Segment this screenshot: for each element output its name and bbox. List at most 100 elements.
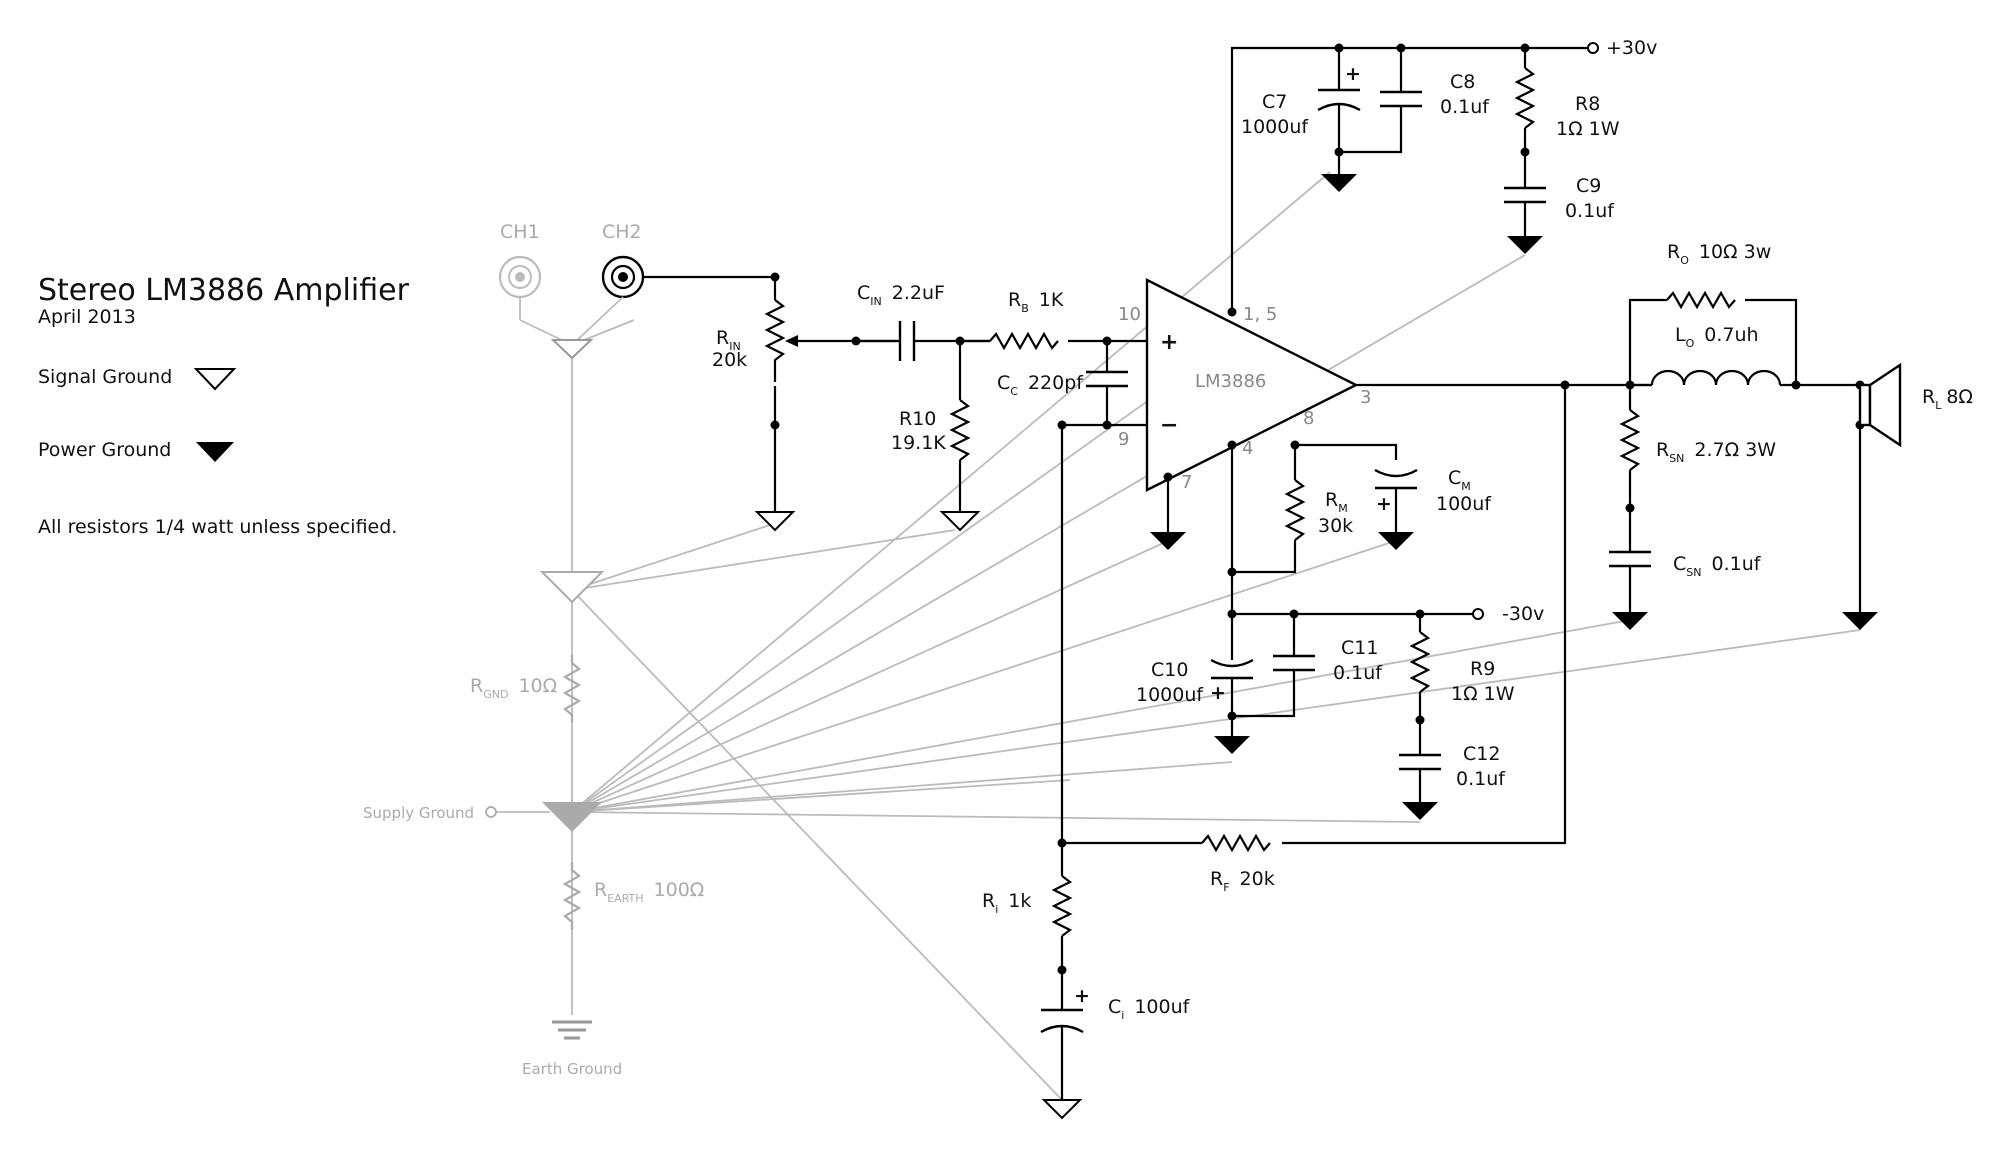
cm-power-ground-icon [1378, 532, 1414, 550]
ground-star-lines [495, 171, 1861, 1101]
pin7-power-ground-icon [1150, 532, 1186, 550]
cm-value: 100uf [1436, 493, 1492, 515]
chip-minus-label: − [1160, 413, 1178, 438]
ch2-jack-icon [601, 255, 645, 299]
rb-resistor-icon [989, 331, 1059, 351]
r10-name: R10 [899, 408, 936, 430]
pin-9-label: 9 [1118, 429, 1129, 450]
cc-capacitor-icon [1086, 370, 1128, 388]
signal-ground-legend-icon [193, 368, 237, 391]
supply-ground-terminal-icon [485, 806, 497, 818]
c12-capacitor-icon [1399, 753, 1441, 771]
signal-ground-star-icon [539, 571, 605, 604]
jack-signal-ground-icon [550, 339, 594, 360]
pos-supply-label: +30v [1606, 37, 1657, 59]
rin-wiper-arrow-icon [785, 335, 798, 347]
legend-signal-ground-label: Signal Ground [38, 366, 172, 388]
c9-capacitor-icon [1504, 186, 1546, 204]
ro-resistor-icon [1666, 290, 1736, 310]
ch1-jack-icon [498, 255, 542, 299]
csn-power-ground-icon [1612, 612, 1648, 630]
speaker-icon [1858, 362, 1902, 448]
supply-ground-star-icon [542, 802, 602, 832]
neg-supply-label: -30v [1502, 603, 1544, 625]
pin-10-label: 10 [1118, 304, 1141, 325]
earth-ground-label: Earth Ground [522, 1060, 622, 1078]
c12-power-ground-icon [1402, 802, 1438, 820]
page-date: April 2013 [38, 306, 136, 328]
speaker-power-ground-icon [1842, 612, 1878, 630]
pin-8-label: 8 [1303, 408, 1314, 429]
c8-name: C8 [1450, 71, 1475, 93]
c7-name: C7 [1262, 91, 1287, 113]
c7-value: 1000uf [1241, 116, 1309, 138]
c12-value: 0.1uf [1456, 768, 1506, 790]
ci-signal-ground-icon [1041, 1099, 1083, 1120]
neg-supply-terminal-icon [1472, 608, 1484, 620]
c10-name: C10 [1151, 659, 1188, 681]
ch1-label: CH1 [500, 221, 540, 243]
r9-value: 1Ω 1W [1451, 683, 1515, 705]
legend-note: All resistors 1/4 watt unless specified. [38, 516, 397, 538]
pin-3-label: 3 [1360, 387, 1371, 408]
legend-power-ground-label: Power Ground [38, 439, 171, 461]
pin-7-label: 7 [1181, 472, 1192, 493]
c10-polarity-label: + [1210, 682, 1226, 704]
c9-value: 0.1uf [1565, 200, 1615, 222]
c8-value: 0.1uf [1440, 96, 1490, 118]
c8-capacitor-icon [1380, 90, 1422, 108]
rin-value: 20k [712, 349, 747, 371]
r9-resistor-icon [1409, 631, 1431, 693]
c11-value: 0.1uf [1333, 662, 1383, 684]
rm-label: RM [1325, 489, 1348, 515]
chip-plus-label: + [1160, 330, 1178, 355]
rin-signal-ground-icon [754, 511, 796, 532]
lo-inductor-icon [1650, 369, 1782, 386]
ci-polarity-label: + [1074, 985, 1090, 1007]
page-title: Stereo LM3886 Amplifier [38, 273, 410, 308]
cm-polarity-label: + [1376, 493, 1392, 515]
rearth-resistor-icon [562, 862, 582, 930]
c10-capacitor-icon [1210, 658, 1254, 680]
pin-4-label: 4 [1242, 438, 1253, 459]
c10-power-ground-icon [1214, 736, 1250, 754]
c11-name: C11 [1341, 637, 1378, 659]
r8-name: R8 [1575, 93, 1600, 115]
r9-name: R9 [1470, 658, 1495, 680]
lm3886-chip [1145, 278, 1359, 492]
pin-1-5-label: 1, 5 [1243, 304, 1277, 325]
cin-capacitor-icon [898, 321, 916, 361]
c7-power-ground-icon [1321, 174, 1357, 192]
earth-ground-icon [552, 1020, 592, 1040]
rsn-resistor-icon [1619, 409, 1641, 471]
r10-signal-ground-icon [939, 511, 981, 532]
cm-capacitor-icon [1374, 468, 1418, 490]
c7-polarity-label: + [1345, 63, 1361, 85]
csn-capacitor-icon [1609, 550, 1651, 568]
rf-resistor-icon [1201, 833, 1271, 853]
r8-resistor-icon [1514, 67, 1536, 129]
r10-resistor-icon [949, 399, 971, 461]
c9-name: C9 [1576, 175, 1601, 197]
c10-value: 1000uf [1136, 684, 1204, 706]
rm-value: 30k [1318, 515, 1353, 537]
rgnd-resistor-icon [562, 655, 582, 723]
rin-potentiometer-icon [764, 299, 786, 382]
pos-supply-terminal-icon [1587, 42, 1599, 54]
power-ground-legend-icon [196, 442, 234, 462]
chip-name-label: LM3886 [1195, 371, 1266, 392]
supply-ground-label: Supply Ground [363, 804, 474, 822]
c9-power-ground-icon [1507, 236, 1543, 254]
ri-resistor-icon [1051, 875, 1073, 937]
